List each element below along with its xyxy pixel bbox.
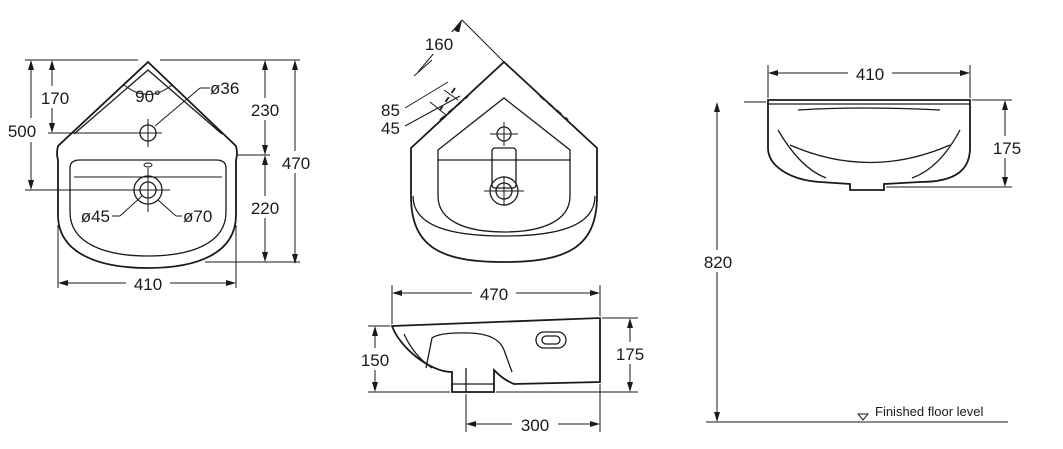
dim-top-angle: 90° <box>135 87 161 106</box>
top-view: 500 170 90° ø36 230 220 470 ø45 <box>0 59 316 294</box>
dim-top-upper: 230 <box>251 101 279 120</box>
dim-top-width: 410 <box>134 275 162 294</box>
dim-side-bracket: 300 <box>521 416 549 435</box>
side-view: 470 150 175 300 <box>354 282 652 435</box>
corner-view: 160 85 45 <box>381 19 598 263</box>
top-view-bowl <box>69 159 227 257</box>
top-view-overflow <box>143 162 153 168</box>
floor-marker-icon <box>856 413 870 421</box>
dim-top-depth-total: 500 <box>8 122 36 141</box>
dim-top-waste-outer: ø70 <box>183 207 212 226</box>
dim-top-tap-hole: ø36 <box>210 79 239 98</box>
dim-top-lower: 220 <box>251 199 279 218</box>
dim-side-length: 470 <box>480 285 508 304</box>
side-view-bowl <box>425 332 513 373</box>
dim-front-mounting-height: 820 <box>704 253 732 272</box>
dim-side-right-height: 175 <box>616 345 644 364</box>
corner-view-outline <box>410 60 598 263</box>
side-view-outline <box>390 317 601 393</box>
top-view-back-edge <box>73 69 223 135</box>
floor-label: Finished floor level <box>875 404 983 419</box>
top-view-angle-arc <box>123 84 173 95</box>
front-view: 410 175 820 Finished floor level <box>696 62 1030 423</box>
top-view-basin-outline <box>56 60 238 269</box>
corner-view-bowl <box>437 97 571 233</box>
dim-corner-inner-b: 45 <box>381 119 400 138</box>
corner-view-rim <box>412 195 596 237</box>
dim-top-waste-inner: ø45 <box>81 207 110 226</box>
side-view-overflow-slot <box>535 331 567 349</box>
front-view-outline <box>767 99 971 191</box>
dim-side-left-height: 150 <box>361 351 389 370</box>
dim-front-width: 410 <box>856 65 884 84</box>
dim-top-depth-front: 170 <box>41 89 69 108</box>
dim-top-overall: 470 <box>282 154 310 173</box>
dim-corner-offset: 160 <box>425 35 453 54</box>
dim-front-height: 175 <box>993 139 1021 158</box>
dim-corner-inner-a: 85 <box>381 101 400 120</box>
